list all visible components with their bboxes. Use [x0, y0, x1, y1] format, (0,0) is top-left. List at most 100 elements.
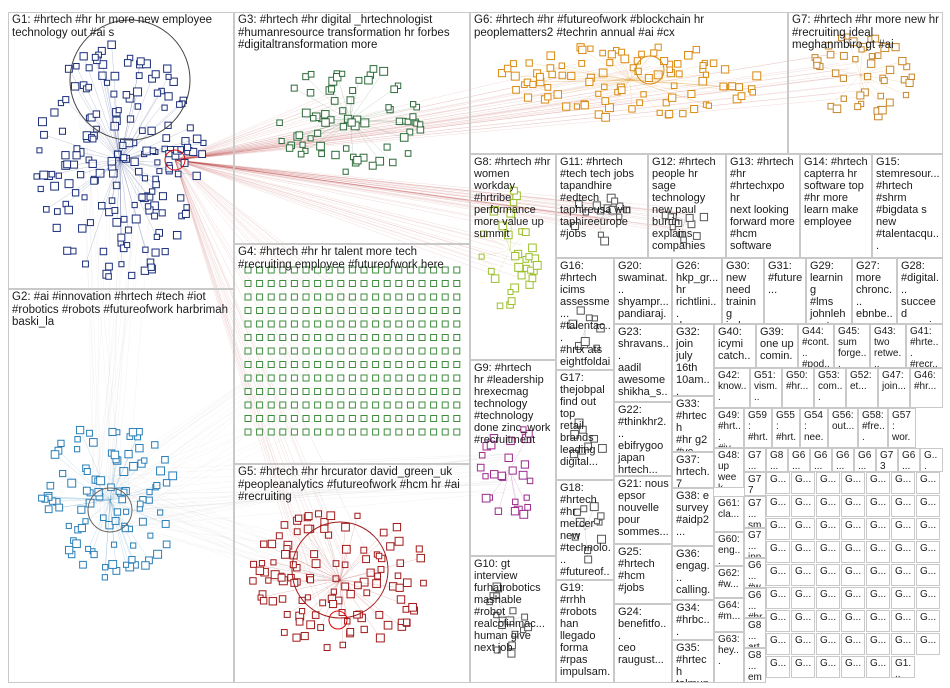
edge: [111, 159, 121, 201]
node: [122, 91, 131, 99]
node: [654, 43, 662, 51]
cluster-label: G...: [870, 658, 887, 669]
edge: [174, 159, 370, 558]
edge: [119, 159, 121, 244]
cluster-g35: G35: #hrtech talmun...: [672, 640, 714, 683]
cluster-label: G...: [820, 474, 837, 485]
cluster-label: G4: #hrtech #hr hr talent more tech #rec…: [238, 246, 444, 271]
edge: [174, 159, 681, 232]
cluster-label: G...: [795, 543, 812, 554]
cluster-label: G13: #hrtech #hr #hrtechxpo hr next look…: [730, 156, 795, 252]
edge: [328, 535, 341, 581]
cluster-label: G58: #fre...: [862, 410, 885, 443]
node: [298, 596, 306, 604]
cluster-label: G6... #hr...: [748, 590, 763, 618]
node: [520, 460, 530, 469]
node: [177, 194, 185, 202]
node: [592, 201, 601, 210]
node: [139, 127, 146, 134]
node: [839, 51, 848, 60]
cluster-g20: G20: swaminat... shyampr... pandiaraj...…: [614, 258, 672, 324]
node: [406, 361, 414, 368]
edge: [339, 579, 343, 613]
node: [314, 401, 322, 409]
edge: [174, 97, 360, 161]
cluster-label: G56: out...: [832, 410, 855, 432]
node: [453, 334, 461, 341]
node: [337, 320, 345, 328]
node: [453, 374, 461, 382]
node: [184, 143, 192, 151]
cluster-label: G29: learning #lms johnleh system...: [810, 260, 848, 323]
cluster-g72: G77 gi...: [744, 472, 766, 496]
node: [368, 161, 377, 170]
edge: [119, 91, 138, 161]
node: [314, 388, 322, 395]
node: [493, 592, 500, 599]
node: [692, 45, 701, 54]
node: [508, 641, 516, 650]
cluster-label: G43: two retwe...: [874, 326, 902, 368]
cluster-g56: G56: out...: [828, 408, 858, 448]
node: [326, 511, 336, 521]
node: [709, 59, 718, 67]
hub-ring: [635, 55, 665, 85]
cluster-label: G...: [895, 566, 912, 577]
cluster-t26: G...: [891, 541, 915, 563]
cluster-label: G63: hey...: [718, 634, 740, 667]
cluster-g70: G6... ma...: [854, 448, 876, 472]
edge: [94, 499, 333, 561]
node: [372, 374, 380, 382]
node: [840, 95, 847, 102]
cluster-label: G...: [920, 566, 937, 577]
node: [360, 401, 368, 409]
node: [360, 280, 368, 287]
node: [453, 347, 461, 355]
node: [331, 150, 340, 160]
edge: [497, 619, 506, 651]
cluster-label: G...: [770, 497, 787, 508]
node: [854, 103, 862, 111]
node: [441, 361, 449, 368]
node: [102, 564, 109, 571]
edge: [174, 159, 523, 227]
node: [699, 212, 709, 222]
edge: [174, 159, 370, 326]
edge: [119, 127, 191, 161]
node: [256, 388, 264, 395]
node: [123, 59, 132, 67]
node: [341, 561, 349, 569]
node: [346, 627, 355, 636]
edge: [174, 159, 687, 231]
edge: [174, 74, 572, 161]
node: [874, 52, 882, 59]
node: [303, 524, 313, 534]
cluster-label: G26: hkp_gr... hr richtlini... des mir..…: [676, 260, 719, 323]
node: [898, 56, 907, 66]
node: [124, 226, 132, 234]
edge: [299, 579, 341, 622]
node: [518, 470, 528, 480]
node: [161, 519, 170, 528]
node: [144, 203, 152, 210]
edge: [174, 159, 313, 380]
node: [584, 555, 593, 564]
node: [528, 274, 537, 283]
edge: [87, 499, 111, 550]
cluster-g30: G30: new need training indegu...: [722, 258, 764, 324]
node: [314, 334, 322, 341]
cluster-t50: G...: [791, 633, 815, 655]
cluster-label: G6... oct...: [836, 450, 850, 472]
node: [64, 64, 73, 73]
node: [360, 374, 368, 382]
node: [267, 539, 277, 549]
cluster-g79: G6... 僕...: [898, 448, 920, 472]
node: [406, 428, 414, 436]
node: [275, 532, 283, 540]
node: [379, 66, 389, 76]
node: [375, 610, 384, 619]
edge: [119, 90, 162, 161]
cluster-g51: G51: vism...: [750, 368, 782, 408]
node: [300, 632, 309, 641]
edge: [119, 159, 122, 265]
